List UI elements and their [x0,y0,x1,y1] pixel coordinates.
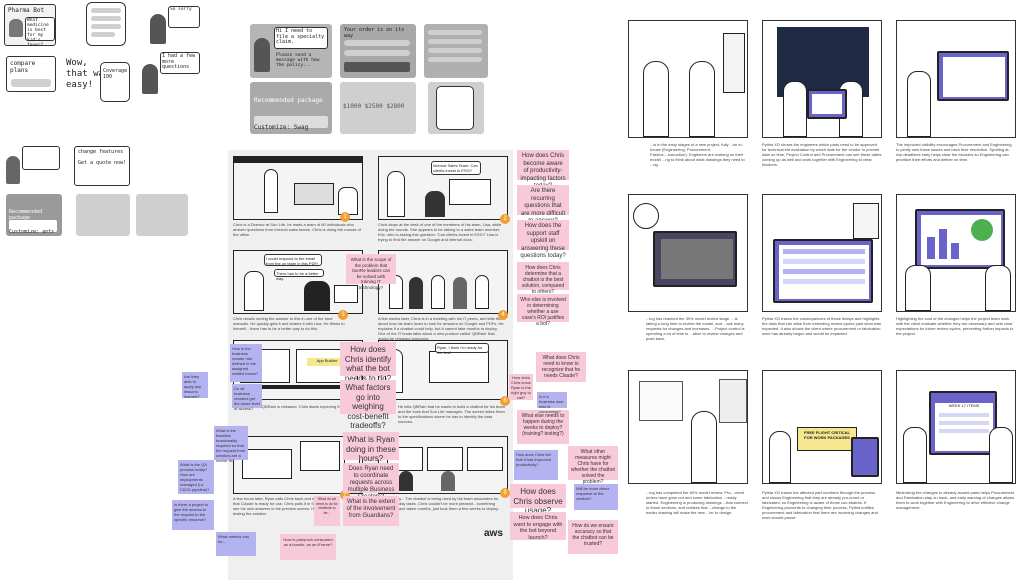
note-pink-6: Who else is involved in determining whet… [517,294,569,327]
bubble-internal: Internal Sales Team: Can clients invest … [431,161,481,175]
note-purple-6: Are they able to apply any lessons learn… [182,372,208,399]
sketch-counter: Coverage 100 [100,62,130,102]
story-caption-3: Chris recalls seeing the answer to this … [233,316,345,331]
sketch-prices-card: $1000 $2500 $2800 [340,82,416,134]
story-num-3: 3 [338,310,348,320]
week-items-label: WEEK 17 ITEMS [948,403,980,408]
note-purple-4: What is the QA process today? How are de… [178,460,214,494]
right-caption-7: ...ing has completed the 60% model revie… [646,490,748,515]
right-caption-1: ...is in the early stages of a new proje… [650,142,745,167]
sketch-form-card [424,24,488,78]
right-panel-5 [762,194,882,312]
note-pink-10: What does Chris need to know to recogniz… [536,352,586,382]
sketch-bubble-2: So sorry [168,6,200,28]
note-pink-4: What is the scope of the problem that Su… [346,254,396,290]
sketch-compare-label: compare plans [10,60,36,74]
sketch-person-phone: So sorry [148,6,200,46]
right-panel-9: WEEK 17 ITEMS [896,370,1016,484]
right-panel-6 [896,194,1016,312]
right-caption-8: Pythia XO traces the affected part numbe… [762,490,878,520]
right-caption-3: The improved visibility encourages Procu… [896,142,1012,162]
right-panel-3 [896,20,1016,138]
story-caption-2: Chris stops at the desk of one of the me… [378,222,502,242]
sketch-order-card: Your order is on its way [340,24,416,78]
story-panel-6: Ryan, I think I'm ready for the test! [378,340,508,400]
sketch-change-card: change features Get a quote now! [74,146,130,186]
story-panel-2: Internal Sales Team: Can clients invest … [378,156,508,220]
note-pink-9: How does Chris know Ryan is the right gu… [509,374,533,400]
sketch-phone: Pharma Bot What medicine is best for my … [4,4,56,48]
sketch-questions: I had a few more questions [142,52,202,98]
note-pink-20: What do we need to do for chatbots to be… [314,496,340,526]
right-caption-4: ...ing has reached the 30% model review … [646,316,745,341]
story-num-4: 4 [498,310,508,320]
note-purple-7: How does Chris tell that it has improved… [514,450,558,480]
right-caption-5: Pythia XO traces the consequences of the… [762,316,881,336]
note-pink-7: How does Chris identify what the bot nee… [340,342,396,383]
story-num-2: 2 [500,214,510,224]
story-panel-4 [378,250,508,314]
note-purple-3: What is the baseline functionality requi… [214,426,248,463]
story-caption-6: He tells QBRain that he wants to build a… [398,404,505,424]
note-pink-8: What factors go into weighing cost-benef… [340,380,396,430]
note-pink-3: How does the support staff upskill on an… [517,220,569,259]
sketch-compare: compare plans [6,56,56,92]
note-pink-14: What is the extent of the involvement fr… [343,496,399,526]
note-pink-1: How does Chris become aware of productiv… [517,150,569,189]
story-caption-5: QBRain is released. Chris starts explori… [262,404,352,409]
story-num-8: 8 [500,488,510,498]
right-caption-9: Minimizing the changes to already-issued… [896,490,1015,510]
note-pink-18: How do we ensure accuracy so that the ch… [568,520,618,554]
sketch-price-card-2 [136,194,188,236]
story-caption-8: The next day... The chatbot is being use… [378,496,499,511]
note-pink-5: How does Chris determine that a chatbot … [517,262,569,295]
sketch-price-card [76,194,130,236]
sketch-phone-2 [86,2,126,46]
story-num-7: 7 [340,490,350,500]
right-caption-6: Highlighting the cost of the changes hel… [896,316,1014,336]
right-panel-7 [628,370,748,484]
story-panel-8 [378,436,508,494]
sketch-bubble-1: What medicine is best for my kid's fever… [25,17,55,48]
sketch-wow: Wow, that was easy! [66,58,110,90]
sketch-recommended-card-2: Recommended package Customize: Swag [250,82,332,134]
note-pink-16: How does Chris observe usage? [510,484,566,515]
sketch-claim-card: Hi I need to file a specialty claim. Ple… [250,24,332,78]
note-pink-15: What other measures might Chris have for… [568,446,618,485]
note-pink-19: How is partyrock consumed as a bundle, a… [280,534,336,560]
right-panel-4 [628,194,748,312]
note-pink-2: Are there recurring questions that are m… [517,185,569,224]
note-pink-17: How does Chris want to engage with the b… [510,512,566,541]
note-pink-12: What is Ryan doing in these hours? [343,432,399,463]
note-pink-13: Does Ryan need to coordinate requests ac… [343,463,399,500]
note-pink-11: What else needs to happen during the wee… [517,410,569,444]
right-caption-2: Pythia XO shows the engineers which part… [762,142,882,167]
note-purple-9: Will be more direct response to the chat… [574,484,618,510]
note-purple-10: What metrics can be... [216,532,256,556]
story-panel-1 [233,156,363,220]
sketch-phone-card [428,82,484,134]
note-purple-5: Is there a project to give the access to… [172,500,214,530]
right-panel-1 [628,20,748,138]
story-num-1: 1 [340,212,350,222]
story-caption-7: A few hours later, Ryan calls Chris back… [233,496,331,516]
story-num-6: 6 [500,396,510,406]
story-caption-1: Chris is a Director at Sun Life, he lead… [233,222,361,237]
free-float-sign: FREE FLIGHT CRITICAL FOR WORK PACKAGES [797,427,857,451]
sketch-phone-title: Pharma Bot [8,7,45,14]
aws-logo: aws [484,528,503,539]
story-caption-4: A few weeks later, Chris is in a meeting… [378,316,505,341]
sketch-recommended-card: Recommended package Customize: ants [6,194,62,236]
note-purple-2: Do all business creators get the same le… [232,384,262,411]
right-panel-8: FREE FLIGHT CRITICAL FOR WORK PACKAGES [762,370,882,484]
note-purple-1: How is the business creator role defined… [230,344,262,382]
person-figure [9,19,23,37]
sketch-person-bubble [6,146,62,186]
story-panel-3: I could respond to the email from the on… [233,250,363,314]
note-purple-8: Is it a business user who is consuming? [537,392,567,414]
right-panel-2 [762,20,882,138]
